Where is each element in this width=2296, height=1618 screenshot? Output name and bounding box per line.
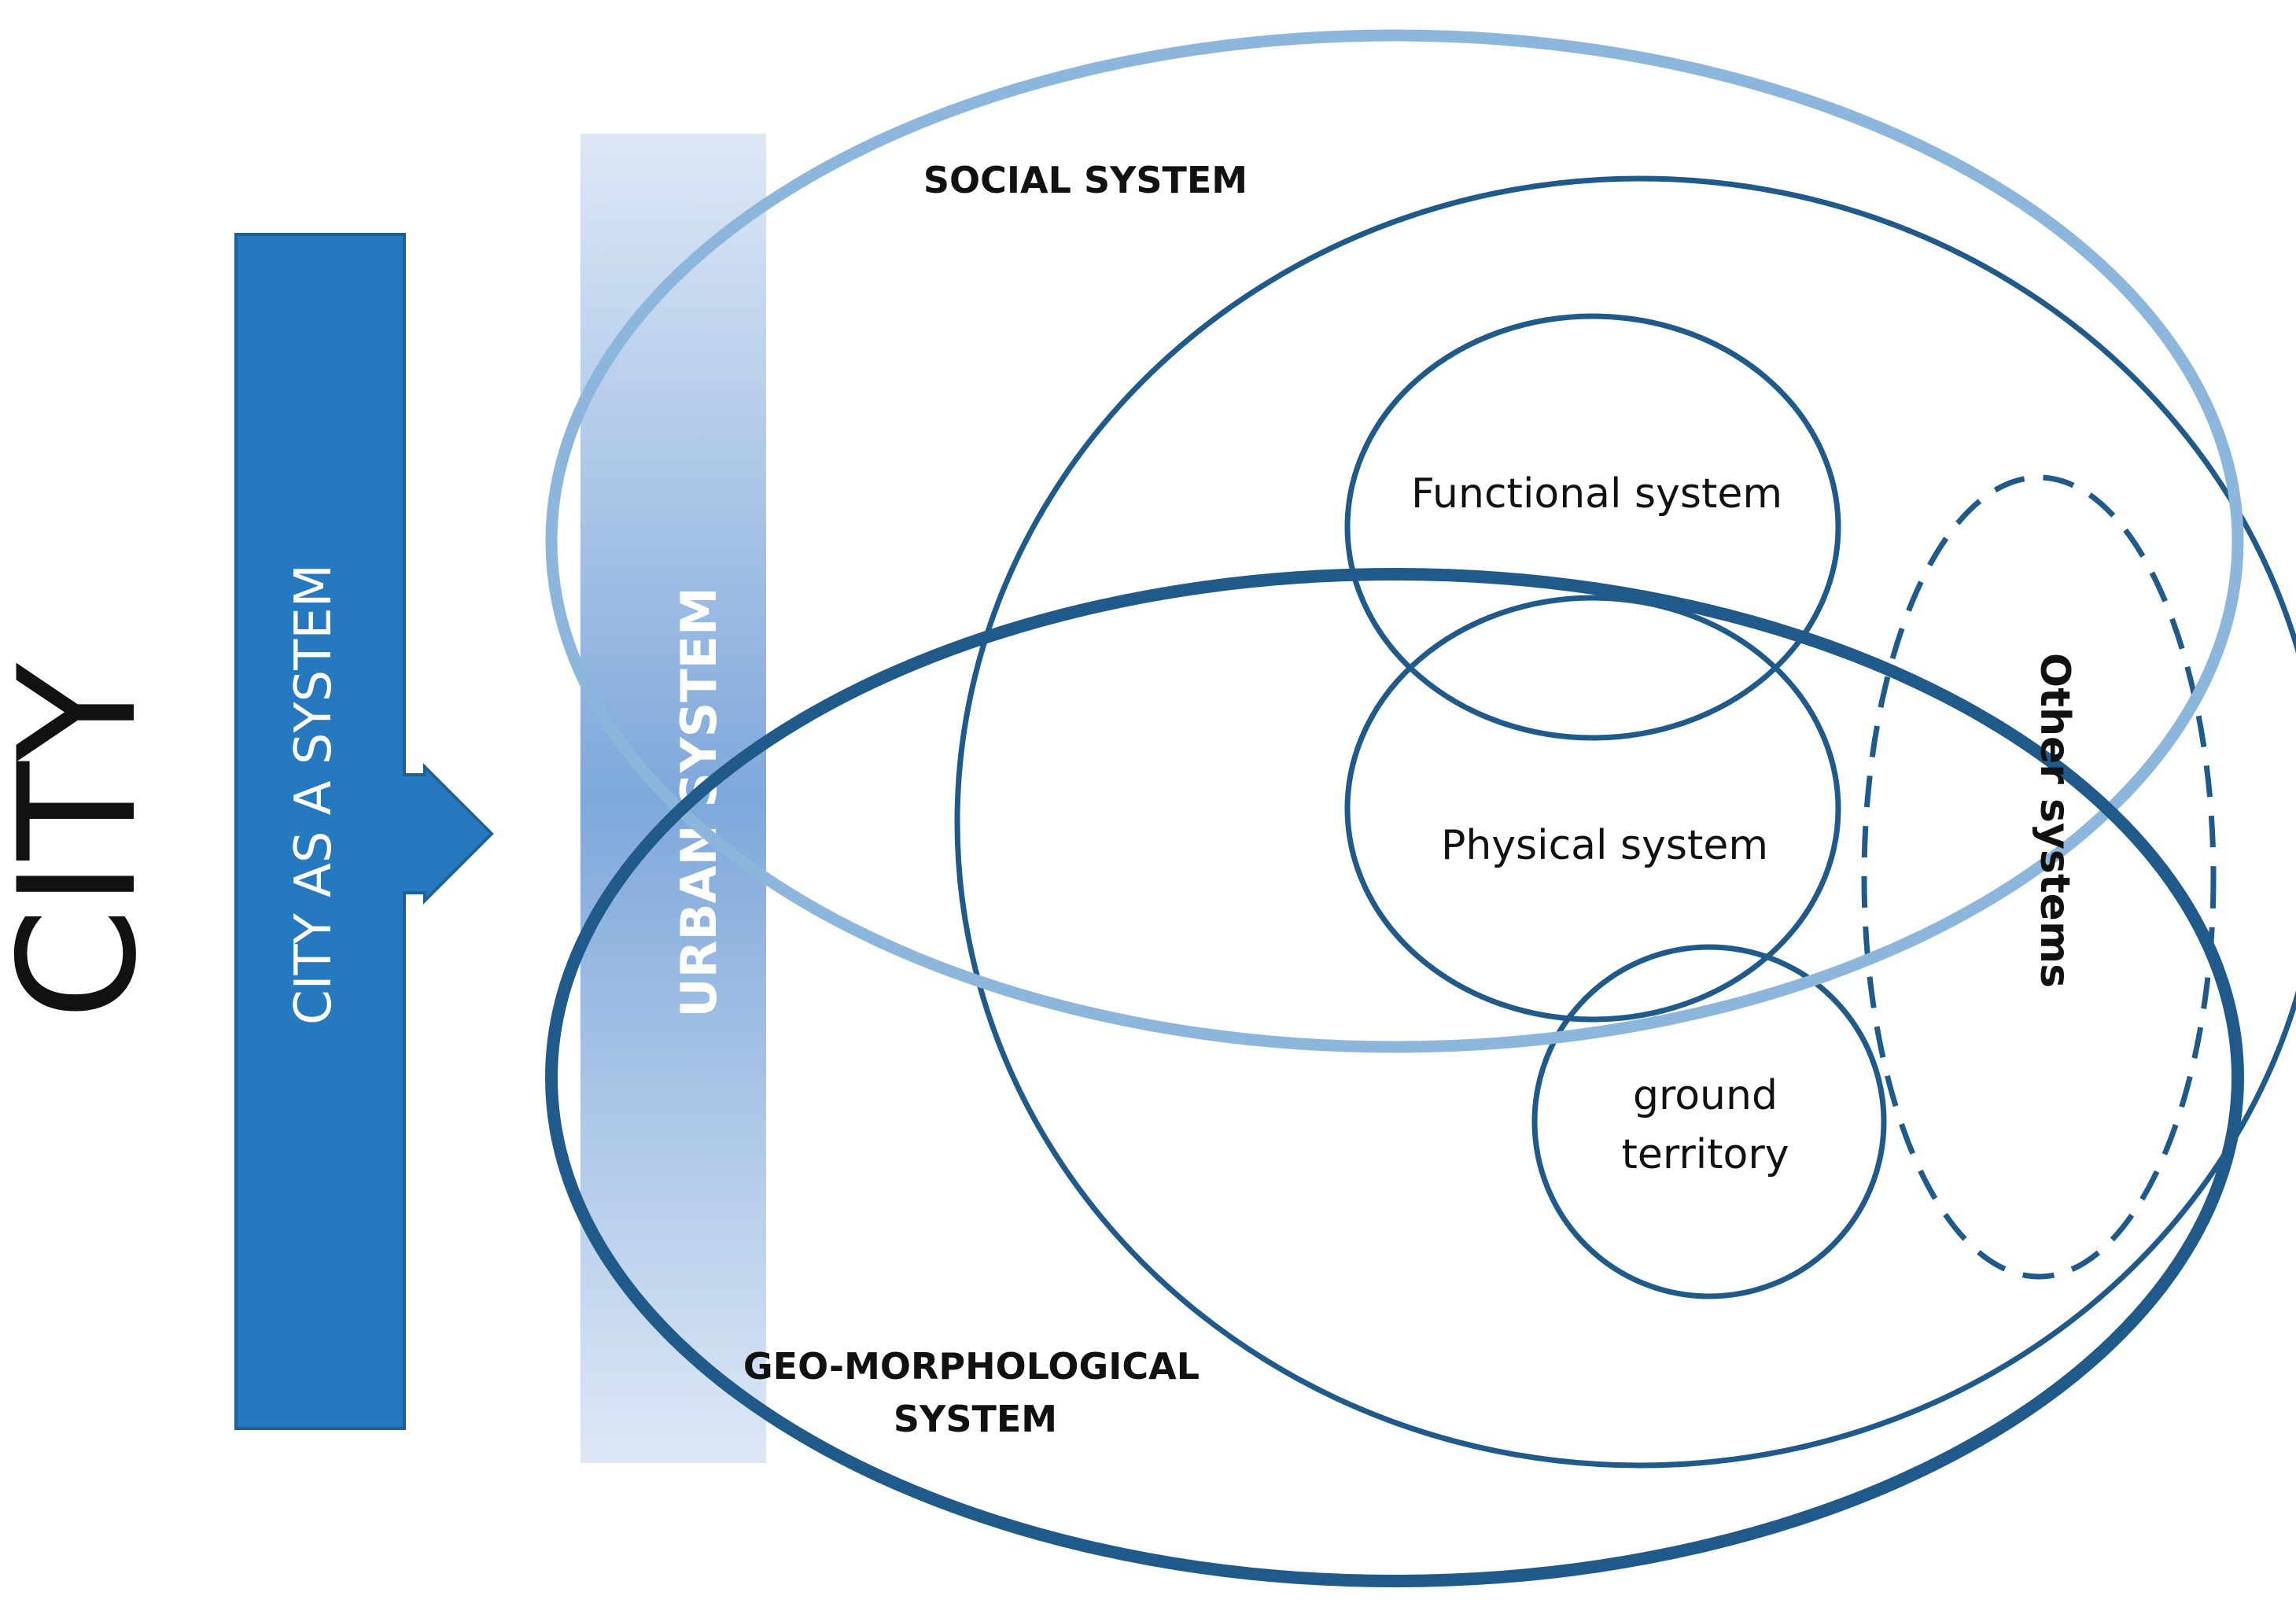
other-systems-label: Other systems: [2031, 653, 2078, 988]
physical-system-circle: [1344, 595, 1841, 1023]
city-as-system-label: CITY AS A SYSTEM: [285, 564, 343, 1025]
urban-core-ellipse: [954, 175, 2296, 1469]
functional-system-circle: [1344, 313, 1841, 741]
ground-label-line2: territory: [1621, 1131, 1789, 1178]
geo-label-line2: SYSTEM: [894, 1398, 1057, 1440]
ground-territory-circle: [1531, 944, 1887, 1299]
social-system-label: SOCIAL SYSTEM: [923, 159, 1248, 201]
other-systems-ellipse: [1861, 474, 2217, 1280]
social-system-ellipse: [545, 29, 2244, 1053]
geo-label-line1: GEO-MORPHOLOGICAL: [743, 1345, 1200, 1388]
geo-morphological-ellipse: [545, 568, 2244, 1587]
ground-label-line1: ground: [1633, 1072, 1778, 1119]
city-label: CITY: [0, 662, 172, 1020]
physical-system-label: Physical system: [1441, 822, 1768, 869]
city-as-system-arrow: [234, 233, 494, 1430]
functional-system-label: Functional system: [1411, 470, 1782, 518]
